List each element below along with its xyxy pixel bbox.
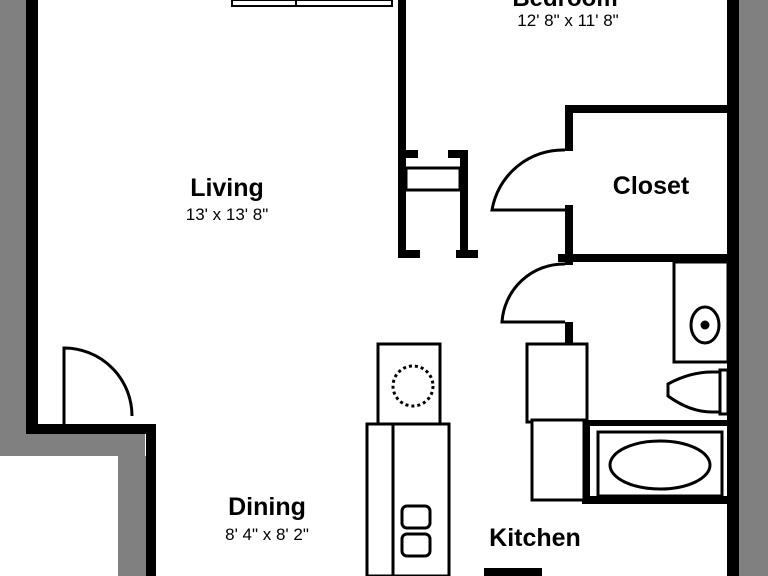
counter-right xyxy=(530,418,586,502)
closet-west-wall-upper xyxy=(565,105,573,151)
bedroom-closet-jamb xyxy=(460,150,468,258)
toilet-icon xyxy=(666,370,722,414)
closet-north-wall xyxy=(565,105,727,113)
tub-basin-icon xyxy=(608,439,712,491)
range xyxy=(391,422,451,576)
tub-north-wall xyxy=(582,420,728,426)
bath-west-wall xyxy=(582,420,590,500)
dining-label: Dining xyxy=(228,493,306,521)
kitchen-counter-edge xyxy=(484,568,542,576)
closet-label: Closet xyxy=(613,172,690,200)
south-entry-wall xyxy=(26,424,156,434)
living-wall-stub-right xyxy=(456,250,478,258)
dining-dims: 8' 4" x 8' 2" xyxy=(225,525,309,544)
living-bedroom-wall-lower xyxy=(398,150,406,258)
hall-jamb-top xyxy=(565,254,573,264)
pantry xyxy=(525,342,589,424)
door-swings xyxy=(62,148,566,424)
bedroom-dims: 12' 8" x 11' 8" xyxy=(517,11,618,30)
kitchen-label: Kitchen xyxy=(489,524,581,552)
closet-south-wall xyxy=(558,254,728,262)
living-bedroom-wall-upper xyxy=(398,0,406,160)
bedroom-label: Bedroom xyxy=(512,0,617,12)
east-wall xyxy=(727,0,739,576)
entry-door xyxy=(62,346,134,424)
walls xyxy=(26,0,739,576)
exterior-patio xyxy=(0,456,118,576)
bedroom-passage xyxy=(404,166,462,192)
north-openings xyxy=(231,0,393,7)
burner-icon xyxy=(400,532,432,558)
closet-frame-top-right xyxy=(448,150,468,158)
living-dims: 13' x 13' 8" xyxy=(186,205,268,224)
dining-west-wall xyxy=(146,424,156,576)
burner-icon xyxy=(400,504,432,530)
closet-frame-top-left xyxy=(398,150,418,158)
living-wall-stub-left xyxy=(398,250,420,258)
bath-south-wall xyxy=(582,496,728,504)
living-label: Living xyxy=(190,174,264,202)
water-heater-icon xyxy=(391,364,435,408)
toilet-tank xyxy=(718,368,730,416)
kitchen-fixtures xyxy=(365,342,589,576)
hall-jamb-bottom xyxy=(565,322,573,344)
bath-fixtures xyxy=(596,260,730,498)
closet-door xyxy=(490,148,566,212)
bath-door xyxy=(500,262,566,324)
west-wall xyxy=(26,0,38,432)
closet-west-wall-lower xyxy=(565,205,573,265)
